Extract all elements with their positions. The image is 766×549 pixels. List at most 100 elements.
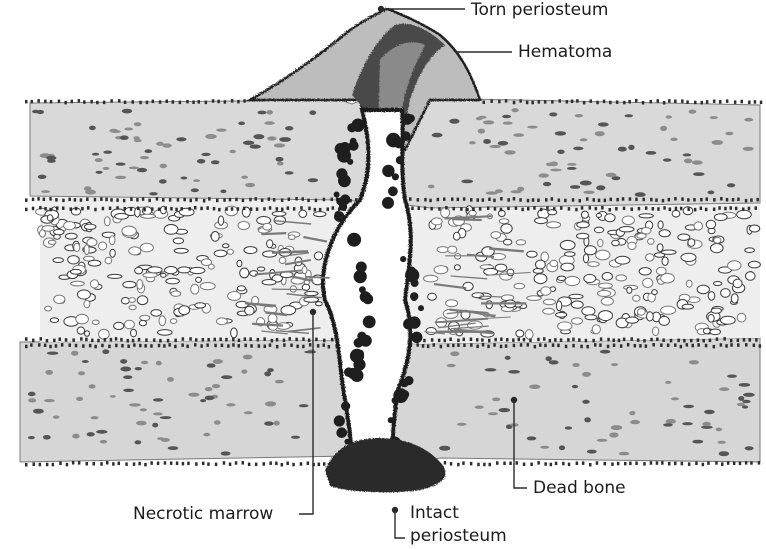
- lacuna: [243, 141, 254, 145]
- marrow-cell: [658, 221, 663, 229]
- clot-blob: [411, 295, 417, 301]
- periosteum-dot: [571, 100, 574, 104]
- periosteum-dot: [483, 101, 486, 105]
- lacuna: [549, 360, 559, 364]
- marrow-cell: [289, 235, 296, 240]
- lacuna: [120, 359, 127, 364]
- lacuna: [483, 120, 494, 124]
- lacuna: [439, 446, 450, 451]
- periosteum-dot: [702, 463, 705, 467]
- periosteum-dot: [463, 344, 466, 348]
- lacuna: [123, 389, 134, 392]
- leader-dot-dead-bone: [512, 398, 517, 403]
- lacuna: [291, 436, 300, 439]
- lacuna: [274, 421, 280, 426]
- marrow-cell: [472, 293, 484, 298]
- marrow-cell: [647, 312, 654, 321]
- periosteum-dot: [707, 461, 710, 465]
- marrow-cell: [584, 246, 596, 255]
- hemorrhage-streak: [261, 233, 286, 234]
- periosteum-dot: [242, 199, 245, 203]
- periosteum-dot: [307, 462, 310, 466]
- lacuna: [630, 420, 640, 424]
- marrow-cell: [633, 295, 640, 301]
- periosteum-dot: [544, 344, 547, 348]
- periosteum-dot: [323, 343, 326, 347]
- marrow-cell: [446, 300, 458, 307]
- periosteum-dot: [202, 338, 205, 342]
- lacuna: [41, 190, 50, 193]
- marrow-cell: [688, 239, 695, 247]
- lacuna: [683, 405, 694, 408]
- periosteum-dot: [748, 101, 751, 105]
- periosteum-dot: [595, 207, 598, 211]
- marrow-cell: [661, 306, 676, 314]
- marrow-cell: [171, 291, 181, 296]
- marrow-cell: [565, 276, 580, 285]
- clot-blob: [400, 256, 406, 262]
- marrow-cell: [124, 320, 134, 329]
- periosteum-dot: [726, 99, 729, 103]
- lacuna: [216, 129, 226, 132]
- periosteum-dot: [688, 462, 691, 466]
- marrow-cell: [748, 261, 760, 268]
- periosteum-dot: [300, 206, 303, 210]
- marrow-cell: [571, 301, 583, 308]
- lacuna: [78, 371, 85, 375]
- periosteum-dot: [701, 101, 704, 105]
- lacuna: [683, 153, 692, 156]
- marrow-cell: [602, 273, 612, 281]
- periosteum-dot: [40, 337, 43, 341]
- lacuna: [570, 185, 580, 189]
- periosteum-dot: [741, 100, 744, 104]
- periosteum-dot: [616, 100, 619, 104]
- lacuna: [159, 179, 167, 183]
- lacuna: [745, 446, 754, 450]
- periosteum-dot: [631, 337, 634, 341]
- periosteum-dot: [90, 100, 93, 104]
- marrow-cell: [516, 330, 524, 337]
- periosteum-dot: [433, 343, 436, 347]
- periosteum-dot: [38, 343, 41, 347]
- periosteum-dot: [466, 208, 469, 212]
- marrow-cell: [499, 219, 509, 224]
- periosteum-dot: [753, 344, 756, 348]
- periosteum-dot: [703, 339, 706, 343]
- periosteum-dot: [427, 345, 430, 349]
- periosteum-dot: [182, 337, 185, 341]
- periosteum-dot: [629, 197, 632, 201]
- marrow-cell: [240, 268, 249, 278]
- lacuna: [498, 141, 509, 146]
- lacuna: [492, 398, 500, 402]
- periosteum-dot: [686, 100, 689, 104]
- periosteum-dot: [661, 461, 664, 465]
- marrow-cell: [250, 271, 258, 277]
- periosteum-dot: [697, 338, 700, 342]
- periosteum-dot: [245, 344, 248, 348]
- lacuna: [277, 162, 284, 166]
- periosteum-dot: [68, 198, 71, 202]
- lacuna: [110, 395, 116, 398]
- periosteum-dot: [315, 338, 318, 342]
- periosteum-dot: [713, 198, 716, 202]
- periosteum-dot: [300, 462, 303, 466]
- periosteum-dot: [263, 207, 266, 211]
- marrow-cell: [686, 280, 692, 287]
- lacuna: [103, 151, 112, 154]
- lacuna: [469, 141, 476, 144]
- marrow-cell: [211, 232, 219, 242]
- periosteum-dot: [235, 461, 238, 465]
- lacuna: [181, 177, 188, 180]
- lacuna: [666, 115, 672, 118]
- lacuna: [38, 175, 47, 179]
- marrow-cell: [115, 213, 129, 219]
- lacuna: [28, 436, 35, 439]
- marrow-cell: [196, 277, 202, 282]
- marrow-cell: [218, 216, 223, 225]
- label-dead-bone: Dead bone: [533, 478, 626, 498]
- periosteum-dot: [505, 344, 508, 348]
- lacuna: [689, 360, 699, 364]
- marrow-cell: [501, 224, 512, 233]
- marrow-cell: [222, 244, 229, 248]
- lacuna: [267, 136, 276, 140]
